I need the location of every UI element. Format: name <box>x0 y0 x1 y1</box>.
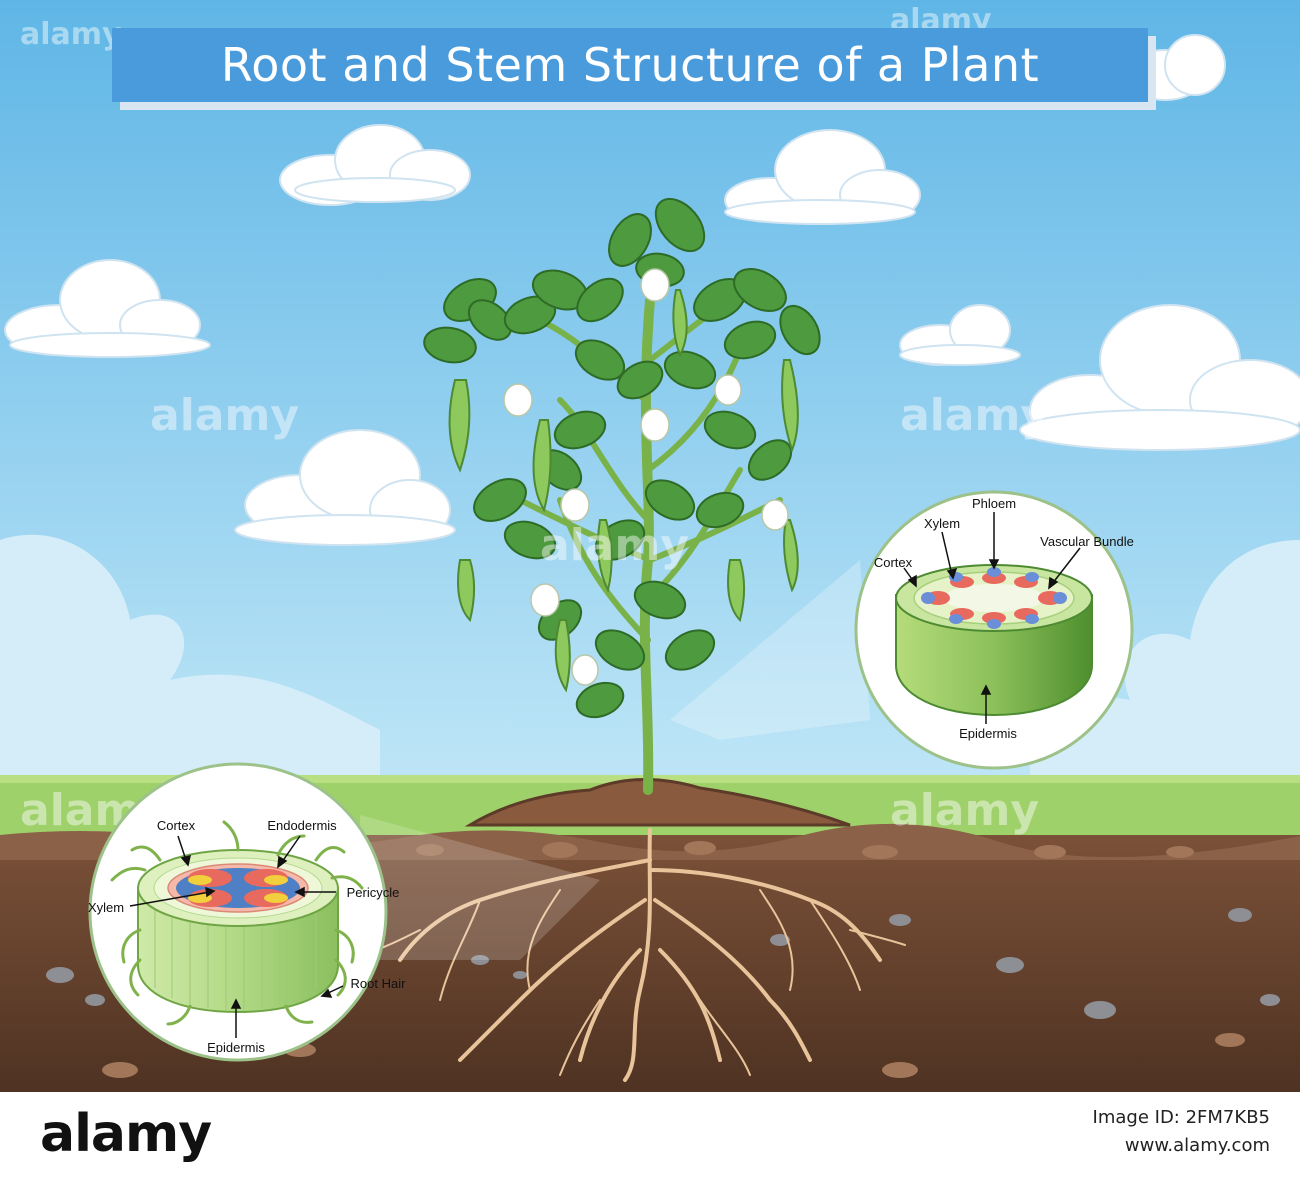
cloud <box>899 304 1021 366</box>
watermark: alamy <box>150 390 299 441</box>
cloud <box>1019 304 1300 451</box>
stem-label-epidermis: Epidermis <box>959 726 1017 741</box>
stem-label-vascular-bundle: Vascular Bundle <box>1040 534 1134 549</box>
cloud <box>234 429 456 546</box>
watermark: alamy <box>20 17 122 52</box>
clouds <box>4 34 1300 546</box>
root-label-pericycle: Pericycle <box>347 885 400 900</box>
root-epidermis-stripes <box>154 900 317 1010</box>
plant-roots <box>359 828 906 1082</box>
footer-meta: Image ID: 2FM7KB5 www.alamy.com <box>1093 1104 1270 1160</box>
stem-leader-lines <box>903 512 1081 724</box>
cloud <box>724 129 921 225</box>
stem-label-cortex: Cortex <box>874 555 913 570</box>
pea-pods <box>448 289 799 693</box>
page-title: Root and Stem Structure of a Plant <box>220 38 1040 92</box>
footer-bar: alamy Image ID: 2FM7KB5 www.alamy.com <box>0 1092 1300 1194</box>
root-label-root-hair: Root Hair <box>351 976 407 991</box>
stem-cross-section: Phloem Xylem Vascular Bundle Cortex Epid… <box>854 490 1134 770</box>
cloud <box>279 124 471 206</box>
stem-pith <box>944 584 1044 612</box>
background-cloud-bank <box>0 534 380 790</box>
footer-logo: alamy <box>40 1104 212 1164</box>
watermark-group: alamy alamy alamy alamy alamy alamy alam… <box>20 3 1049 836</box>
root-label-epidermis: Epidermis <box>207 1040 265 1055</box>
pea-flowers <box>503 268 789 686</box>
title-banner: Root and Stem Structure of a Plant <box>112 28 1148 102</box>
watermark: alamy <box>900 390 1049 441</box>
root-callout-beam <box>360 815 600 960</box>
stem-label-xylem: Xylem <box>924 516 960 531</box>
root-hairs <box>110 820 364 1026</box>
watermark: alamy <box>540 520 689 571</box>
background-cloud-bank <box>1030 540 1300 790</box>
watermark: alamy <box>890 785 1039 836</box>
stem-vascular-bundles <box>921 567 1067 629</box>
site-url-text: www.alamy.com <box>1124 1135 1270 1156</box>
stones <box>46 908 1280 1019</box>
stem-callout-beam <box>670 560 870 740</box>
plant-leaves <box>423 197 821 719</box>
stem-label-phloem: Phloem <box>972 496 1016 511</box>
root-label-xylem: Xylem <box>88 900 124 915</box>
cloud <box>4 259 211 358</box>
root-label-cortex: Cortex <box>157 818 196 833</box>
root-cross-section: Cortex Endodermis Pericycle Xylem Root H… <box>88 762 407 1062</box>
root-label-endodermis: Endodermis <box>267 818 337 833</box>
root-leader-lines <box>129 835 344 1038</box>
image-id-text: Image ID: 2FM7KB5 <box>1092 1107 1270 1128</box>
